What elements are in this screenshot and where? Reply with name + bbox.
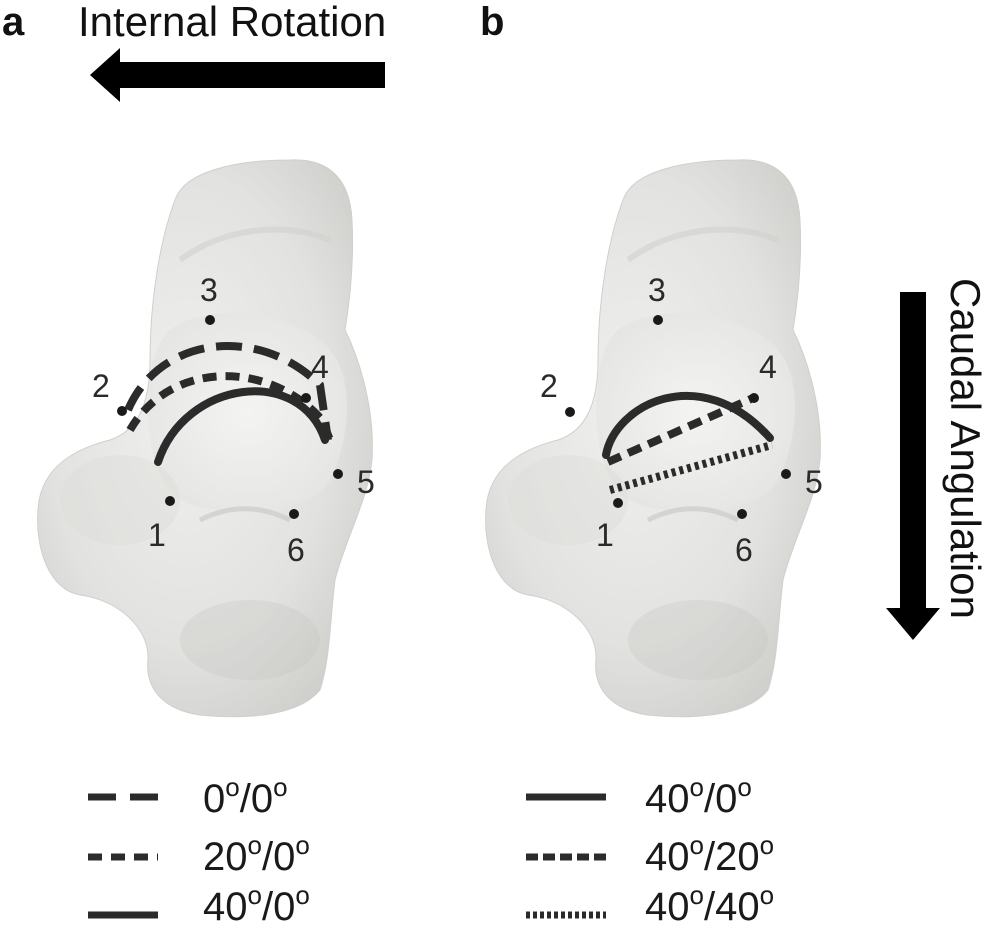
landmark-4-a	[301, 393, 311, 403]
landmark-label-2-a: 2	[92, 368, 110, 404]
curve-40-0	[154, 387, 329, 466]
legend-b: 40o/0o 40o/20o 40o/40o	[526, 772, 774, 925]
landmark-2-a	[117, 406, 127, 416]
legend-label-b-2: 40o/40o	[645, 880, 774, 925]
panel-b-letter: b	[480, 0, 504, 44]
legend-label-a-0: 0o/0o	[203, 772, 288, 821]
caudal-angulation-arrow	[886, 292, 940, 640]
landmark-6-b	[737, 509, 747, 519]
landmark-5-a	[333, 469, 343, 479]
landmark-label-1-b: 1	[596, 517, 614, 553]
curve-0-0	[124, 342, 332, 441]
curve-20-0	[126, 372, 334, 442]
curve-40-20	[606, 394, 755, 466]
panel-b: b 1 2 3 4 5 6 Caudal Angulation 40o/0o 4…	[480, 0, 986, 925]
panel-a: a Internal Rotation 1 2 3 4 5 6 0o/0o 20…	[2, 0, 386, 925]
legend-label-a-2: 40o/0o	[203, 880, 310, 925]
internal-rotation-label: Internal Rotation	[78, 0, 386, 45]
landmark-label-5-a: 5	[357, 464, 375, 500]
landmark-label-1-a: 1	[148, 517, 166, 553]
landmark-4-b	[749, 393, 759, 403]
legend-label-a-1: 20o/0o	[203, 830, 310, 879]
landmark-2-b	[565, 407, 575, 417]
panel-a-letter: a	[2, 0, 25, 44]
legend-label-b-0: 40o/0o	[645, 772, 752, 821]
landmark-label-2-b: 2	[540, 368, 558, 404]
landmark-3-a	[205, 315, 215, 325]
legend-label-b-1: 40o/20o	[645, 830, 774, 879]
landmark-label-5-b: 5	[805, 464, 823, 500]
landmark-3-b	[653, 315, 663, 325]
landmark-1-a	[165, 496, 175, 506]
curve-40-0-b	[602, 391, 774, 459]
landmark-label-6-a: 6	[287, 532, 305, 568]
landmark-5-b	[781, 469, 791, 479]
landmark-label-3-b: 3	[648, 272, 666, 308]
landmark-label-3-a: 3	[200, 272, 218, 308]
landmark-label-4-b: 4	[759, 349, 777, 385]
caudal-angulation-label: Caudal Angulation	[942, 278, 986, 619]
legend-a: 0o/0o 20o/0o 40o/0o	[88, 772, 310, 925]
landmark-1-b	[613, 498, 623, 508]
landmark-6-a	[289, 509, 299, 519]
landmark-label-4-a: 4	[311, 349, 329, 385]
internal-rotation-arrow	[90, 48, 385, 102]
landmark-label-6-b: 6	[735, 532, 753, 568]
